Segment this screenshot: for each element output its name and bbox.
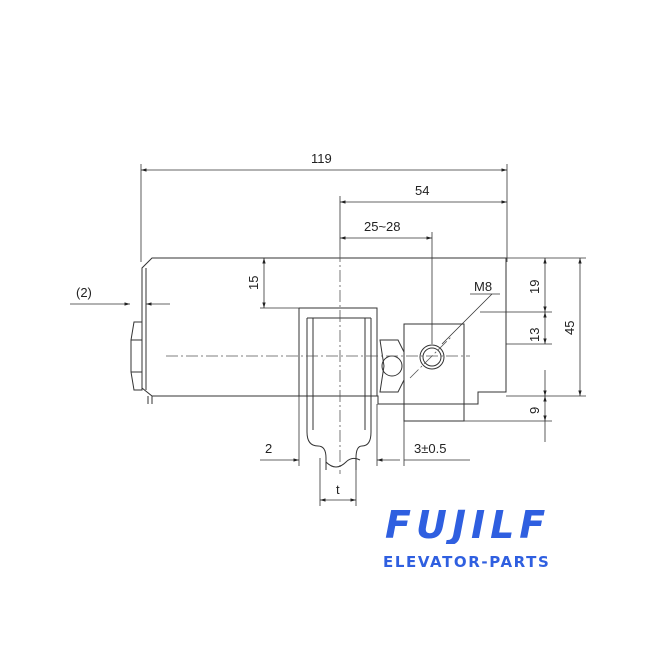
gib-tip xyxy=(325,457,361,468)
dim-left-gap: (2) xyxy=(76,285,92,300)
brand-logo: FUJILF xyxy=(385,503,550,544)
dim-offset-right: 54 xyxy=(415,183,429,198)
bolt-block xyxy=(403,323,465,405)
dim-wall: 2 xyxy=(265,441,272,456)
dim-height-45: 45 xyxy=(562,321,577,335)
dim-overall-width: 119 xyxy=(311,151,332,166)
brand-tagline: ELEVATOR-PARTS xyxy=(383,553,551,571)
bracket-body xyxy=(141,257,507,422)
m8-bolt xyxy=(419,344,445,370)
dim-height-top: 15 xyxy=(246,276,261,290)
nut-hex xyxy=(130,321,143,391)
dim-height-19: 19 xyxy=(527,280,542,294)
roller xyxy=(379,339,405,393)
dim-height-13: 13 xyxy=(527,328,542,342)
brand-logo-text: FUJILF xyxy=(385,503,550,544)
dim-clearance: 3±0.5 xyxy=(414,441,446,456)
dim-thread: M8 xyxy=(474,279,492,294)
u-channel xyxy=(298,307,378,396)
channel-liner xyxy=(306,318,372,470)
dim-adjust-range: 25~28 xyxy=(364,219,401,234)
dim-thickness: t xyxy=(336,482,340,497)
dim-height-9: 9 xyxy=(527,407,542,414)
